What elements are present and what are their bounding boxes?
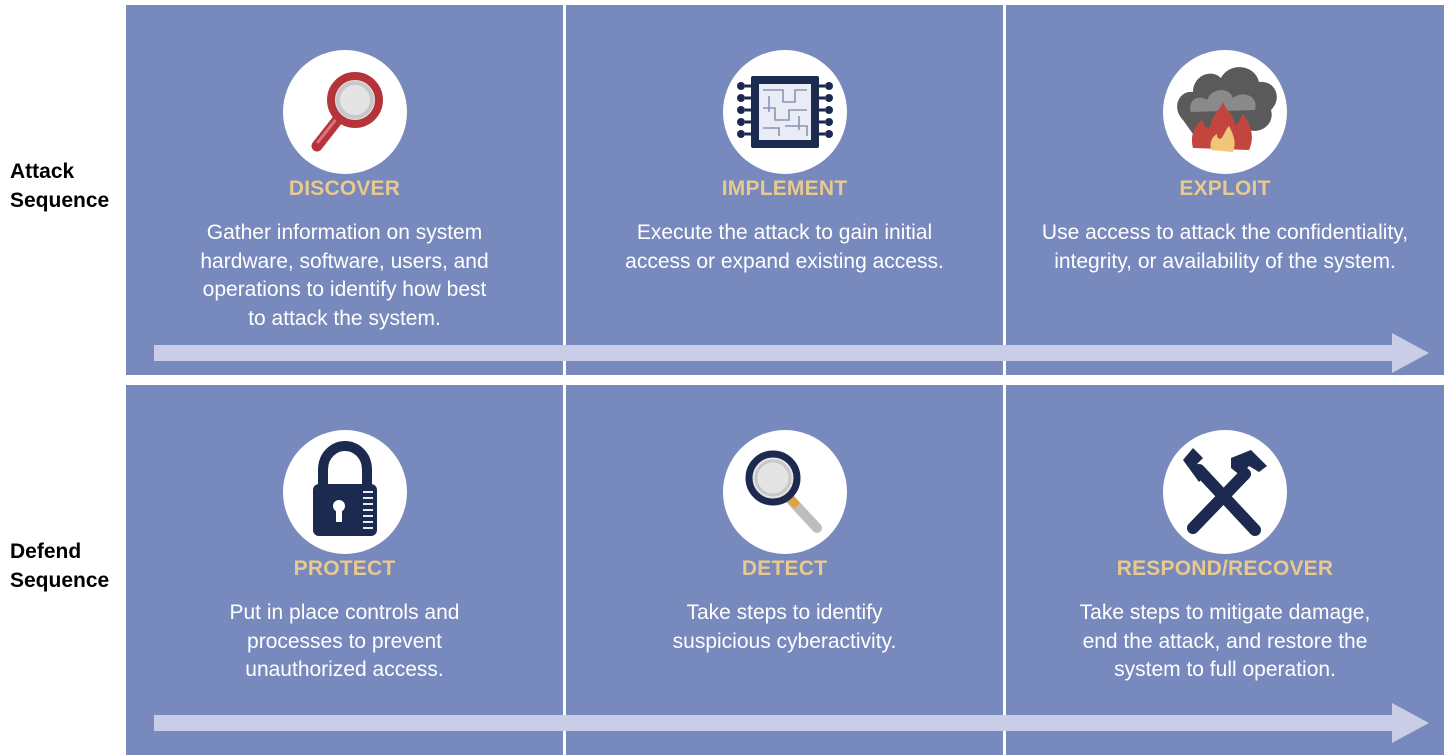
description-line: Use access to attack the confidentiality…	[1041, 221, 1409, 244]
description-line: Gather information on system	[206, 221, 483, 244]
description-line: system to full operation.	[1114, 658, 1336, 681]
icon-badge	[282, 430, 407, 554]
respond-recover-step: RESPOND/RECOVER Take steps to mitigate d…	[1006, 385, 1444, 755]
description-line: operations to identify how best	[202, 278, 487, 301]
exploit-title: EXPLOIT	[1179, 177, 1271, 200]
protect-title: PROTECT	[293, 557, 396, 580]
defend-sequence-panel: PROTECT Put in place controls and proces…	[126, 385, 1444, 755]
defend-label-line2: Sequence	[10, 569, 110, 592]
protect-step: PROTECT Put in place controls and proces…	[126, 385, 563, 755]
description-line: Put in place controls and	[229, 601, 460, 624]
respond-recover-title: RESPOND/RECOVER	[1116, 557, 1334, 580]
attack-sequence-panel: DISCOVER Gather information on system ha…	[126, 5, 1444, 375]
fire-smoke-icon	[1177, 67, 1277, 152]
padlock-icon	[312, 440, 377, 536]
description-line: processes to prevent	[247, 629, 442, 653]
description-line: Execute the attack to gain initial	[636, 221, 933, 244]
column-divider	[563, 385, 566, 755]
implement-step: IMPLEMENT Execute the attack to gain ini…	[566, 5, 1003, 375]
description-line: suspicious cyberactivity.	[672, 629, 897, 653]
attack-sequence-label: Attack Sequence	[10, 157, 109, 215]
description-line: hardware, software, users, and	[200, 249, 489, 273]
wrench-hammer-icon	[1183, 448, 1267, 536]
description-line: to attack the system.	[248, 306, 441, 330]
icon-badge	[1163, 50, 1287, 174]
attack-label-line2: Sequence	[10, 189, 110, 212]
description-line: Take steps to identify	[686, 601, 883, 624]
implement-description: Execute the attack to gain initial acces…	[566, 219, 1003, 276]
magnifying-glass-icon	[311, 72, 383, 152]
description-line: integrity, or availability of the system…	[1054, 249, 1396, 273]
protect-description: Put in place controls and processes to p…	[126, 599, 563, 685]
defend-sequence-label: Defend Sequence	[10, 537, 109, 595]
discover-step: DISCOVER Gather information on system ha…	[126, 5, 563, 375]
icon-badge	[722, 50, 847, 174]
defend-sequence-arrow	[154, 703, 1429, 743]
column-divider	[563, 5, 566, 375]
detect-title: DETECT	[741, 557, 828, 580]
exploit-step: EXPLOIT Use access to attack the confide…	[1006, 5, 1444, 375]
circuit-chip-icon	[736, 76, 833, 148]
description-line: access or expand existing access.	[625, 249, 944, 273]
icon-badge	[722, 430, 847, 554]
attack-label-line1: Attack	[10, 160, 75, 183]
column-divider	[1003, 385, 1006, 755]
icon-badge	[282, 50, 407, 174]
exploit-description: Use access to attack the confidentiality…	[1006, 219, 1444, 276]
detect-description: Take steps to identify suspicious cybera…	[566, 599, 1003, 656]
description-line: unauthorized access.	[245, 658, 444, 681]
discover-description: Gather information on system hardware, s…	[126, 219, 563, 333]
column-divider	[1003, 5, 1006, 375]
detect-step: DETECT Take steps to identify suspicious…	[566, 385, 1003, 755]
icon-badge	[1163, 430, 1287, 554]
discover-title: DISCOVER	[288, 177, 401, 200]
description-line: end the attack, and restore the	[1082, 629, 1368, 653]
implement-title: IMPLEMENT	[721, 177, 848, 200]
magnifying-glass-icon	[745, 450, 822, 533]
attack-sequence-arrow	[154, 333, 1429, 373]
description-line: Take steps to mitigate damage,	[1079, 601, 1371, 624]
respond-recover-description: Take steps to mitigate damage, end the a…	[1006, 599, 1444, 685]
defend-label-line1: Defend	[10, 540, 82, 563]
